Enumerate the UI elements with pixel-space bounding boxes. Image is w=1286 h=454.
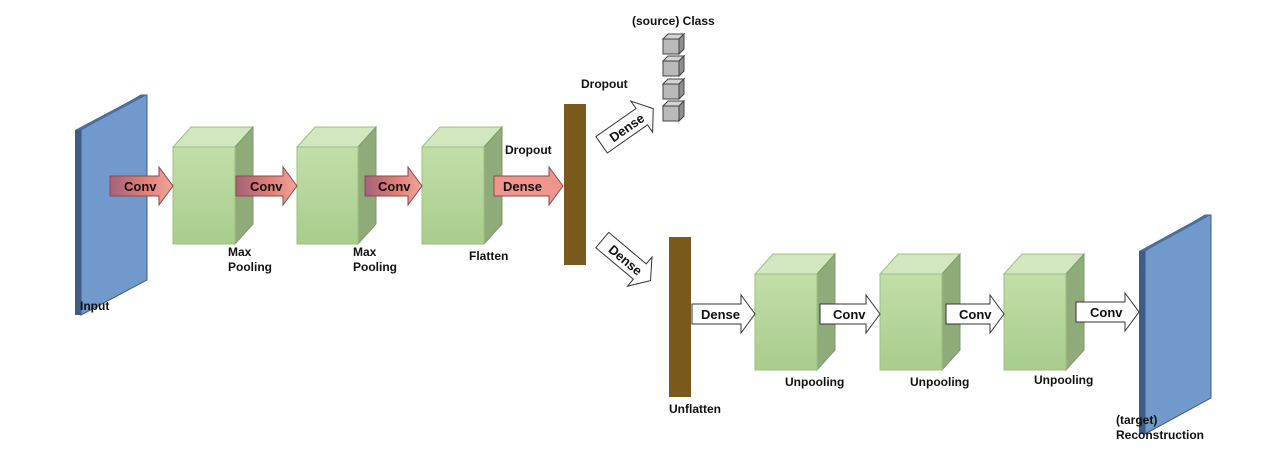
conv-arrow-5-label: Conv xyxy=(959,307,992,322)
source-class-cubes xyxy=(661,32,686,123)
feature-block-1 xyxy=(171,125,255,246)
conv-arrow-6: Conv xyxy=(1075,291,1140,333)
unflatten-label: Unflatten xyxy=(669,402,721,416)
class-cube-3 xyxy=(661,77,686,101)
class-cube-1 xyxy=(661,32,686,56)
conv-arrow-4-label: Conv xyxy=(833,307,866,322)
max-pooling-1-label-text-line-2: Pooling xyxy=(228,260,272,274)
unpooling-3-label: Unpooling xyxy=(1034,373,1093,387)
feature-block-2 xyxy=(295,125,378,246)
flatten-label: Flatten xyxy=(469,249,508,263)
conv-arrow-1: Conv xyxy=(109,165,174,207)
conv-arrow-5: Conv xyxy=(945,293,1005,335)
conv-arrow-2-label: Conv xyxy=(250,179,283,194)
feature-block-3 xyxy=(420,125,504,246)
dropout-label-side: Dropout xyxy=(505,143,552,157)
unflatten-layer-bar xyxy=(669,237,691,397)
conv-arrow-2: Conv xyxy=(235,165,298,207)
conv-arrow-3: Conv xyxy=(364,165,423,207)
unpooling-1-label: Unpooling xyxy=(785,375,844,389)
conv-arrow-6-label: Conv xyxy=(1090,305,1123,320)
dense-layer-bar-encoder xyxy=(564,104,586,265)
target-reconstruction-label: (target) Reconstruction xyxy=(1116,413,1204,442)
conv-arrow-3-label: Conv xyxy=(378,179,411,194)
target-reconstruction-label-text: (target) xyxy=(1116,413,1157,427)
class-cube-4 xyxy=(661,99,686,123)
decoder-block-3 xyxy=(1002,252,1086,372)
max-pooling-2-label-text: Max xyxy=(353,245,377,259)
conv-arrow-4: Conv xyxy=(819,293,881,335)
conv-arrow-1-label: Conv xyxy=(124,179,157,194)
dense-to-class-arrow: Dense xyxy=(595,100,654,154)
unpooling-2-label: Unpooling xyxy=(910,375,969,389)
reconstruction-plane xyxy=(1139,214,1212,435)
max-pooling-1-label: Max Pooling xyxy=(228,245,272,274)
dense-to-unflatten-arrow: Dense xyxy=(595,231,653,287)
input-label: Input xyxy=(80,299,109,313)
dropout-label-top: Dropout xyxy=(581,77,628,91)
dense-decoder-arrow-label: Dense xyxy=(701,307,740,322)
max-pooling-1-label-text: Max xyxy=(228,245,252,259)
target-reconstruction-label-text-line-2: Reconstruction xyxy=(1116,428,1204,442)
max-pooling-2-label: Max Pooling xyxy=(353,245,397,274)
dense-encoder-arrow: Dense xyxy=(493,165,564,207)
dense-encoder-arrow-label: Dense xyxy=(503,179,542,194)
source-class-label: (source) Class xyxy=(632,14,715,28)
dense-decoder-arrow: Dense xyxy=(691,293,756,335)
input-plane xyxy=(75,94,148,316)
class-cube-2 xyxy=(661,54,686,78)
max-pooling-2-label-text-line-2: Pooling xyxy=(353,260,397,274)
